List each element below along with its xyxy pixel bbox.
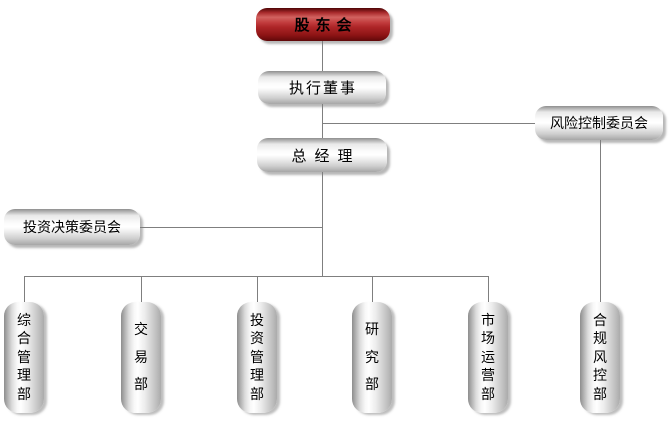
node-executive-director-label: 执行董事 (288, 79, 357, 97)
node-executive-director: 执行董事 (258, 71, 386, 104)
connector-to-investment-committee (140, 227, 322, 228)
node-dept-general-management: 综合管理部 (4, 302, 44, 413)
node-investment-decision-committee-label: 投资决策委员会 (23, 220, 121, 236)
connector-executive-to-gm (322, 104, 323, 138)
node-investment-decision-committee: 投资决策委员会 (4, 209, 140, 245)
connector-drop-general-management (24, 276, 25, 302)
node-dept-research: 研究部 (352, 302, 392, 413)
node-general-manager-label: 总经理 (291, 146, 361, 165)
connector-drop-research (372, 276, 373, 302)
connector-department-bus (24, 276, 489, 277)
node-risk-control-committee: 风险控制委员会 (535, 106, 663, 140)
connector-drop-trading (141, 276, 142, 302)
node-dept-compliance-risk-control: 合规风控部 (580, 302, 620, 413)
node-risk-control-committee-label: 风险控制委员会 (550, 116, 648, 132)
connector-drop-investment-management (257, 276, 258, 302)
connector-root-to-executive (322, 41, 323, 71)
connector-gm-to-bus (322, 172, 323, 276)
node-shareholders-meeting-label: 股东会 (294, 16, 358, 34)
connector-to-risk-committee (322, 123, 535, 124)
node-dept-trading: 交易部 (121, 302, 161, 413)
node-general-manager: 总经理 (257, 138, 387, 172)
node-shareholders-meeting: 股东会 (256, 8, 390, 41)
node-dept-market-operations: 市场运营部 (468, 302, 508, 413)
connector-drop-market-operations (488, 276, 489, 302)
connector-risk-to-compliance (600, 140, 601, 302)
node-dept-investment-management: 投资管理部 (237, 302, 277, 413)
